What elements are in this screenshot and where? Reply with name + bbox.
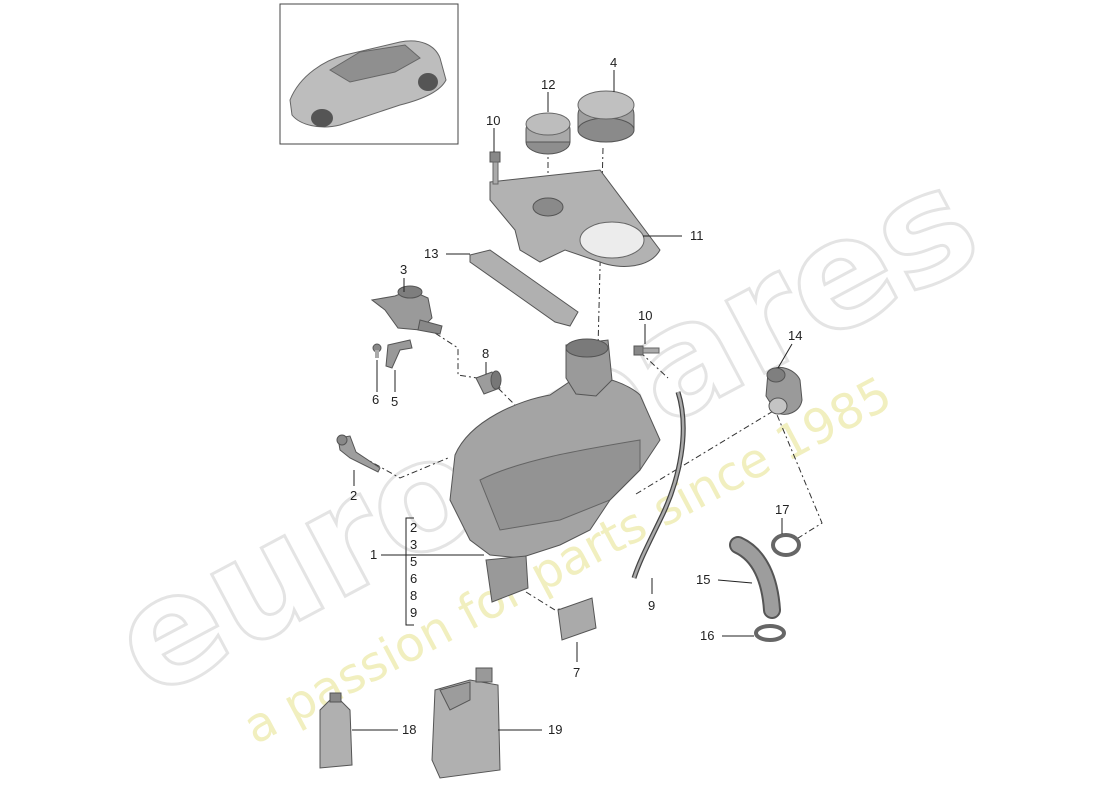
kit-item: 5 <box>410 554 417 569</box>
car-wheel-front <box>311 109 333 127</box>
part-12-cap <box>525 112 571 155</box>
callout-19: 19 <box>548 722 562 737</box>
part-9-hose <box>631 391 686 579</box>
callout-11: 11 <box>690 228 704 243</box>
callout-17: 17 <box>775 502 789 517</box>
part-8-grommet <box>475 370 502 395</box>
part-16-clamp <box>754 624 786 642</box>
callout-5: 5 <box>391 394 398 409</box>
part-5-clip <box>385 339 413 369</box>
car-roof <box>329 44 421 83</box>
part-17-clamp <box>771 533 801 557</box>
part-10-bolt-side <box>633 345 660 356</box>
part-3-pump <box>370 285 443 335</box>
part-4-cap <box>577 90 635 143</box>
callout-4: 4 <box>610 55 617 70</box>
callout-10-side: 10 <box>638 308 652 323</box>
callout-13: 13 <box>424 246 438 261</box>
callout-3: 3 <box>400 262 407 277</box>
callout-14: 14 <box>788 328 802 343</box>
kit-item: 3 <box>410 537 417 552</box>
callout-12: 12 <box>541 77 555 92</box>
callout-7: 7 <box>573 665 580 680</box>
callout-9: 9 <box>648 598 655 613</box>
callout-10-top: 10 <box>486 113 500 128</box>
callout-16: 16 <box>700 628 714 643</box>
kit-item: 6 <box>410 571 417 586</box>
kit-list: 2 3 5 6 8 9 <box>410 520 417 620</box>
part-14-fitting <box>765 367 803 415</box>
part-18-bottle <box>319 692 353 769</box>
kit-item: 9 <box>410 605 417 620</box>
car-wheel-rear <box>418 73 438 91</box>
part-7-cover <box>557 597 597 641</box>
callout-2: 2 <box>350 488 357 503</box>
part-10-bolt-top <box>489 151 501 185</box>
part-19-canister <box>431 667 501 779</box>
kit-item: 2 <box>410 520 417 535</box>
vehicle-thumbnail <box>279 3 459 145</box>
callout-1: 1 <box>370 547 377 562</box>
callout-18: 18 <box>402 722 416 737</box>
part-6-screw <box>372 343 382 358</box>
callouts: 12 4 10 11 13 3 10 14 8 6 5 2 1 9 17 15 … <box>350 55 802 737</box>
leader-lines <box>352 70 793 731</box>
callout-6: 6 <box>372 392 379 407</box>
callout-15: 15 <box>696 572 710 587</box>
part-2-sensor <box>336 434 381 473</box>
callout-8: 8 <box>482 346 489 361</box>
part-13-strip <box>469 249 579 327</box>
part-11-bracket <box>489 169 661 267</box>
kit-item: 8 <box>410 588 417 603</box>
part-1-reservoir <box>449 338 661 603</box>
part-15-hose <box>729 536 781 619</box>
